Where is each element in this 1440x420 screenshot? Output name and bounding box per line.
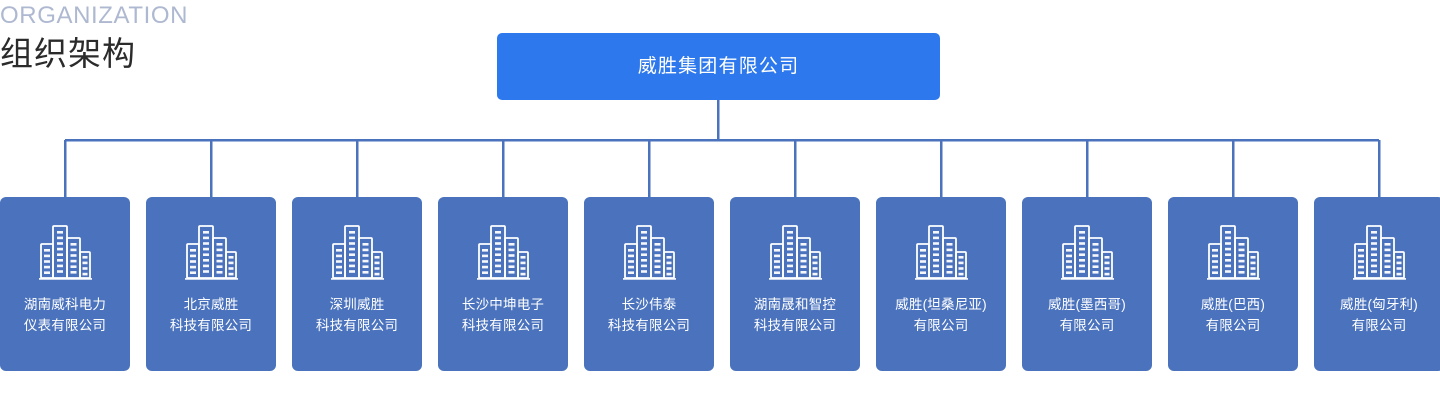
- buildings-icon: [185, 225, 238, 280]
- buildings-icon: [1353, 225, 1406, 280]
- subsidiary-card[interactable]: 威胜(坦桑尼亚) 有限公司: [876, 197, 1006, 371]
- buildings-icon: [1207, 225, 1260, 280]
- subsidiary-card[interactable]: 湖南晟和智控 科技有限公司: [730, 197, 860, 371]
- subsidiary-card[interactable]: 长沙伟泰 科技有限公司: [584, 197, 714, 371]
- subsidiary-card-label: 长沙伟泰 科技有限公司: [607, 297, 691, 333]
- buildings-icon: [331, 225, 384, 280]
- page-eyebrow: ORGANIZATION: [0, 2, 189, 29]
- subsidiary-card-row: 湖南威科电力 仪表有限公司 北京威胜 科技有限公司 深圳威胜 科技有限公司 长沙中坤电…: [0, 197, 1440, 372]
- page-title: 组织架构: [0, 35, 136, 72]
- subsidiary-card-label: 湖南晟和智控 科技有限公司: [753, 297, 837, 333]
- buildings-icon: [477, 225, 530, 280]
- subsidiary-card[interactable]: 长沙中坤电子 科技有限公司: [438, 197, 568, 371]
- root-node-label: 威胜集团有限公司: [637, 55, 800, 77]
- buildings-icon: [769, 225, 822, 280]
- subsidiary-card-label: 长沙中坤电子 科技有限公司: [461, 297, 545, 333]
- subsidiary-card[interactable]: 威胜(墨西哥) 有限公司: [1022, 197, 1152, 371]
- page-heading: ORGANIZATION 组织架构: [0, 2, 470, 75]
- subsidiary-card[interactable]: 威胜(匈牙利) 有限公司: [1314, 197, 1440, 371]
- root-node-group-company[interactable]: 威胜集团有限公司: [497, 33, 940, 100]
- subsidiary-card-label: 湖南威科电力 仪表有限公司: [23, 297, 107, 333]
- org-connector-path: [63, 100, 1381, 197]
- subsidiary-card-label: 威胜(坦桑尼亚) 有限公司: [895, 297, 987, 333]
- subsidiary-card-label: 威胜(巴西) 有限公司: [1200, 297, 1266, 333]
- subsidiary-card[interactable]: 威胜(巴西) 有限公司: [1168, 197, 1298, 371]
- subsidiary-card-label: 北京威胜 科技有限公司: [169, 297, 253, 333]
- buildings-icon: [915, 225, 968, 280]
- subsidiary-card[interactable]: 湖南威科电力 仪表有限公司: [0, 197, 130, 371]
- buildings-icon: [1061, 225, 1114, 280]
- buildings-icon: [623, 225, 676, 280]
- subsidiary-card-label: 威胜(墨西哥) 有限公司: [1048, 297, 1126, 333]
- subsidiary-card[interactable]: 深圳威胜 科技有限公司: [292, 197, 422, 371]
- subsidiary-card-label: 威胜(匈牙利) 有限公司: [1340, 297, 1418, 333]
- subsidiary-card-label: 深圳威胜 科技有限公司: [315, 297, 399, 333]
- subsidiary-card[interactable]: 北京威胜 科技有限公司: [146, 197, 276, 371]
- buildings-icon: [39, 225, 92, 280]
